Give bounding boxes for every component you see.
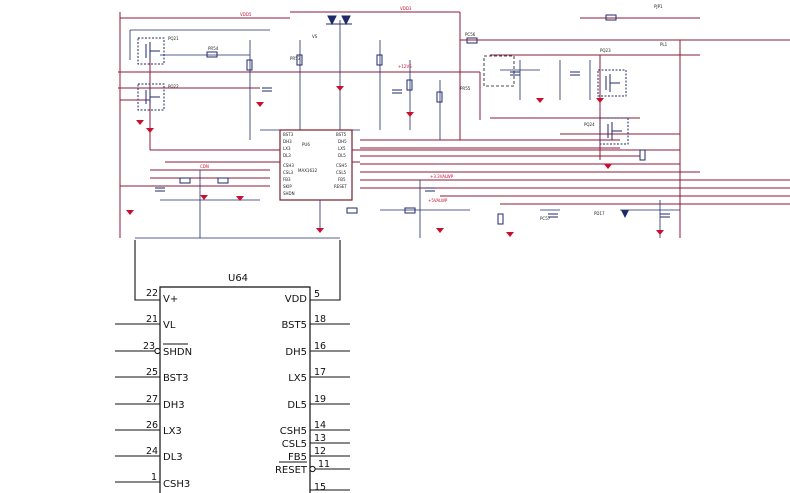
ctl-pin-label: CSL3: [283, 170, 294, 175]
ground-symbols: [126, 86, 664, 237]
u64-pin-name: DH3: [163, 400, 185, 411]
part-label: PC56: [465, 32, 476, 37]
power-rails: [118, 11, 790, 238]
signal-wires: [129, 20, 680, 239]
u64-pin-number: 15: [314, 482, 326, 493]
u64-pin-number: 24: [146, 446, 158, 457]
controller-ic-refdes: PU6: [302, 142, 310, 147]
u64-pin-name: VDD: [285, 294, 308, 305]
part-label: PQ21: [168, 36, 179, 41]
u64-pin-name: V+: [163, 294, 178, 305]
u64-left-pins: [115, 323, 161, 483]
net-label: CDN: [200, 164, 209, 169]
zener-diode: [621, 210, 629, 218]
part-label: PQ23: [600, 48, 611, 53]
ctl-pin-label: DH3: [283, 139, 292, 144]
net-label: VDD3: [400, 6, 412, 11]
u64-pin-name: SHDN: [163, 347, 192, 358]
ctl-pin-label: CSL5: [336, 170, 347, 175]
ctl-pin-label: CSH3: [283, 163, 294, 168]
u64-pin-name: BST5: [281, 320, 307, 331]
u64-symbol: U64 22 21 23 25: [115, 273, 350, 493]
u64-body: [159, 286, 311, 493]
part-label: PQ22: [168, 84, 179, 89]
ctl-pin-label: BST5: [336, 132, 347, 137]
dashed-region: [483, 55, 515, 87]
u64-pin-number: 11: [318, 459, 330, 470]
ctl-pin-label: SHDN: [283, 191, 295, 196]
u64-pin-number: 12: [314, 446, 326, 457]
controller-left-pins: BST3 DH3 LX3 DL3 CSH3 CSL3 FB3 SKIP SHDN: [283, 132, 295, 196]
net-label: VS: [312, 34, 318, 39]
mosfet-left-lower: [137, 83, 165, 111]
u64-pin-number: 19: [314, 394, 326, 405]
ctl-pin-label: SKIP: [283, 184, 292, 189]
ctl-pin-label: DL5: [338, 153, 346, 158]
controller-right-pins: BST5 DH5 LX5 DL5 CSH5 CSL5 FB5 RESET: [334, 132, 347, 189]
net-label: +5VALWP: [428, 198, 448, 203]
u64-pin-number: 5: [314, 289, 320, 300]
ctl-pin-label: LX3: [283, 146, 291, 151]
ctl-pin-label: BST3: [283, 132, 294, 137]
u64-pin-name: DL5: [287, 400, 307, 411]
part-label: PD17: [594, 211, 605, 216]
part-label: PC57: [540, 216, 551, 221]
controller-ic-body: [279, 129, 353, 201]
u64-pin-name: VL: [163, 320, 176, 331]
ctl-pin-label: DH5: [338, 139, 347, 144]
u64-pin-number: 18: [314, 314, 326, 325]
net-label: +3.3VALWP: [430, 174, 454, 179]
u64-pin-number: 25: [146, 367, 158, 378]
passive-components: [155, 14, 670, 225]
u64-pin-number: 16: [314, 341, 326, 352]
u64-pin-name: LX3: [163, 426, 182, 437]
u64-pin-number: 27: [146, 394, 158, 405]
net-label: VDD5: [240, 12, 252, 17]
u64-pin-name: DH5: [285, 347, 307, 358]
u64-pin-number: 21: [146, 314, 158, 325]
u64-pin-name: CSH3: [163, 479, 190, 490]
u64-feed-wires: [134, 240, 341, 301]
ctl-pin-label: FB3: [283, 177, 291, 182]
part-label: PL1: [660, 42, 668, 47]
u64-pin-number: 22: [146, 288, 158, 299]
part-label: PR53: [290, 56, 301, 61]
ctl-pin-label: CSH5: [336, 163, 347, 168]
net-label: +12VS: [398, 64, 412, 69]
ctl-pin-label: LX5: [338, 146, 346, 151]
mosfet-right-upper: [597, 69, 627, 97]
u64-pin-name: DL3: [163, 452, 183, 463]
u64-pin-name: CSL5: [282, 439, 307, 450]
part-label: PR54: [208, 46, 219, 51]
u64-pin-number: 1: [151, 472, 157, 483]
part-label: PJP1: [654, 4, 663, 9]
mosfet-right-lower: [599, 117, 629, 145]
part-label: PQ24: [584, 122, 595, 127]
u64-refdes: U64: [228, 273, 248, 284]
u64-pin-name: LX5: [288, 373, 307, 384]
u64-pin-number: 17: [314, 367, 326, 378]
u64-pin-name: CSH5: [280, 426, 307, 437]
u64-pin-number: 23: [143, 341, 155, 352]
ctl-pin-label: DL3: [283, 153, 291, 158]
diode-pair: [326, 15, 352, 26]
part-label: PR55: [460, 86, 471, 91]
controller-ic-part: MAX1632: [298, 168, 318, 173]
schematic-top-crop: PU6 MAX1632 BST3 DH3 LX3 DL3 CSH3 CSL3 F…: [118, 4, 790, 239]
u64-right-pins: [309, 323, 350, 491]
u64-pin-number: 14: [314, 420, 326, 431]
u64-pin-number: 13: [314, 433, 326, 444]
mosfet-left-upper: [137, 37, 165, 65]
u64-pin-number: 26: [146, 420, 158, 431]
u64-pin-name: FB5: [288, 452, 307, 463]
ctl-pin-label: FB5: [338, 177, 346, 182]
u64-pin-name: RESET: [275, 465, 308, 476]
ctl-pin-label: RESET: [334, 184, 347, 189]
u64-pin-name: BST3: [163, 373, 189, 384]
